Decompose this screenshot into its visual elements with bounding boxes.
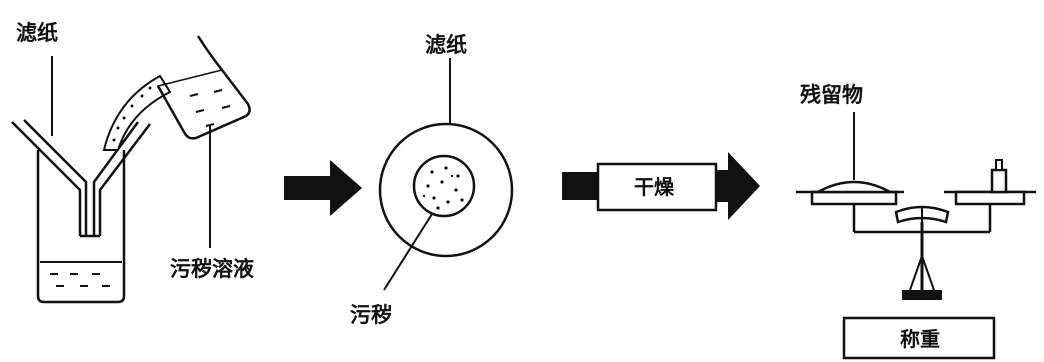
label-residue: 残留物	[800, 83, 863, 107]
filtration-setup: 滤纸 污秽溶液	[11, 21, 254, 304]
leader-dirt	[383, 213, 433, 291]
right-pan	[954, 190, 1026, 206]
pouring-stream	[102, 74, 172, 151]
drying-arrow: 干燥	[562, 152, 760, 220]
label-filter-paper-center: 滤纸	[425, 33, 467, 57]
label-filter-paper-left: 滤纸	[16, 21, 58, 45]
beaker	[36, 150, 126, 304]
stream-specks	[112, 86, 152, 142]
dirt-specks	[422, 166, 464, 210]
beaker-liquid	[40, 261, 122, 287]
label-dirt: 污秽	[350, 303, 392, 327]
weight	[990, 168, 1008, 194]
balance: 残留物 称重	[796, 83, 1036, 360]
left-pan	[810, 190, 898, 206]
filter-paper-view: 滤纸 污秽	[350, 33, 514, 327]
label-dry: 干燥	[634, 175, 675, 199]
arrow-1	[284, 160, 362, 216]
label-solution: 污秽溶液	[170, 257, 254, 281]
weigh-box	[842, 316, 996, 360]
drying-box	[596, 162, 718, 212]
funnel	[11, 119, 151, 238]
balance-base	[902, 290, 942, 300]
residue-dish	[813, 180, 895, 194]
pouring-beaker-liquid	[156, 69, 251, 140]
label-weigh: 称重	[900, 327, 940, 351]
dirt-spot	[412, 154, 476, 218]
pouring-liquid-dashes	[189, 89, 231, 127]
